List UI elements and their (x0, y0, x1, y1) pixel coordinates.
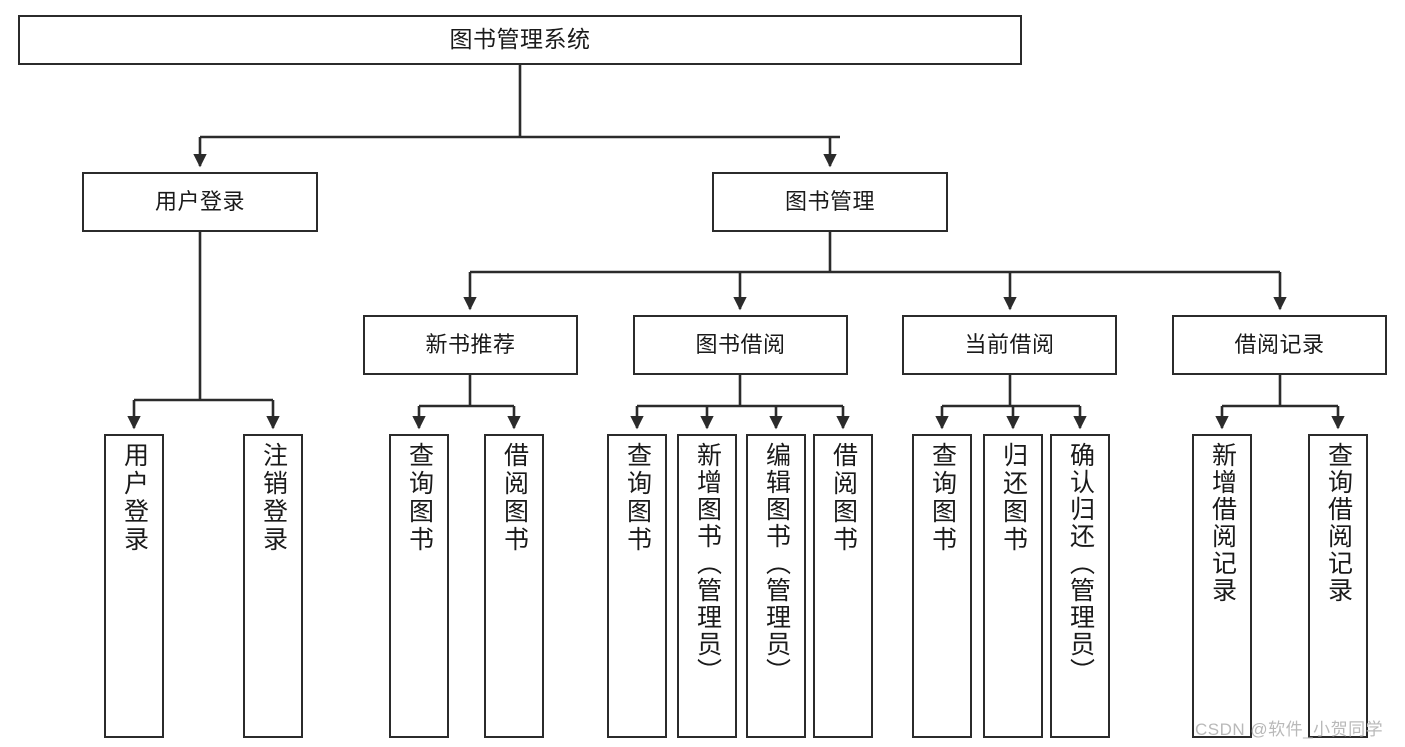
leaf-query-book-borrow[interactable]: 查询图书 (607, 434, 667, 738)
node-book-management[interactable]: 图书管理 (712, 172, 948, 232)
leaf-edit-book-admin[interactable]: 编辑图书（管理员） (746, 434, 806, 738)
node-label: 借阅记录 (1234, 332, 1325, 358)
watermark: CSDN @软件_小贺同学 (1195, 720, 1384, 739)
node-label: 用户登录 (154, 189, 245, 215)
leaf-return-book[interactable]: 归还图书 (983, 434, 1043, 738)
leaf-query-book-current[interactable]: 查询图书 (912, 434, 972, 738)
node-label: 注销登录 (259, 442, 288, 554)
leaf-confirm-return-admin[interactable]: 确认归还（管理员） (1050, 434, 1110, 738)
node-label: 查询图书 (928, 442, 957, 554)
node-label: 新增图书（管理员） (693, 442, 722, 685)
node-label: 查询图书 (623, 442, 652, 554)
node-label: 查询图书 (405, 442, 434, 554)
leaf-borrow-book[interactable]: 借阅图书 (813, 434, 873, 738)
leaf-borrow-book-recommend[interactable]: 借阅图书 (484, 434, 544, 738)
node-label: 借阅图书 (829, 442, 858, 554)
leaf-user-login[interactable]: 用户登录 (104, 434, 164, 738)
node-label: 用户登录 (120, 442, 149, 554)
node-label: 新书推荐 (425, 332, 516, 358)
node-label: 查询借阅记录 (1324, 442, 1353, 604)
node-user-login[interactable]: 用户登录 (82, 172, 318, 232)
node-label: 当前借阅 (964, 332, 1055, 358)
node-label: 图书管理 (784, 189, 875, 215)
node-label: 图书管理系统 (449, 26, 591, 53)
leaf-add-borrow-record[interactable]: 新增借阅记录 (1192, 434, 1252, 738)
leaf-query-borrow-record[interactable]: 查询借阅记录 (1308, 434, 1368, 738)
node-label: 借阅图书 (500, 442, 529, 554)
node-label: 归还图书 (999, 442, 1028, 554)
node-label: 图书借阅 (695, 332, 786, 358)
node-new-book-recommend[interactable]: 新书推荐 (363, 315, 578, 375)
node-borrow-record[interactable]: 借阅记录 (1172, 315, 1387, 375)
node-label: 编辑图书（管理员） (762, 442, 791, 685)
leaf-query-book-recommend[interactable]: 查询图书 (389, 434, 449, 738)
node-current-borrow[interactable]: 当前借阅 (902, 315, 1117, 375)
leaf-logout[interactable]: 注销登录 (243, 434, 303, 738)
node-label: 新增借阅记录 (1208, 442, 1237, 604)
node-book-borrow[interactable]: 图书借阅 (633, 315, 848, 375)
leaf-add-book-admin[interactable]: 新增图书（管理员） (677, 434, 737, 738)
node-label: 确认归还（管理员） (1066, 442, 1095, 685)
node-root-system[interactable]: 图书管理系统 (18, 15, 1022, 65)
